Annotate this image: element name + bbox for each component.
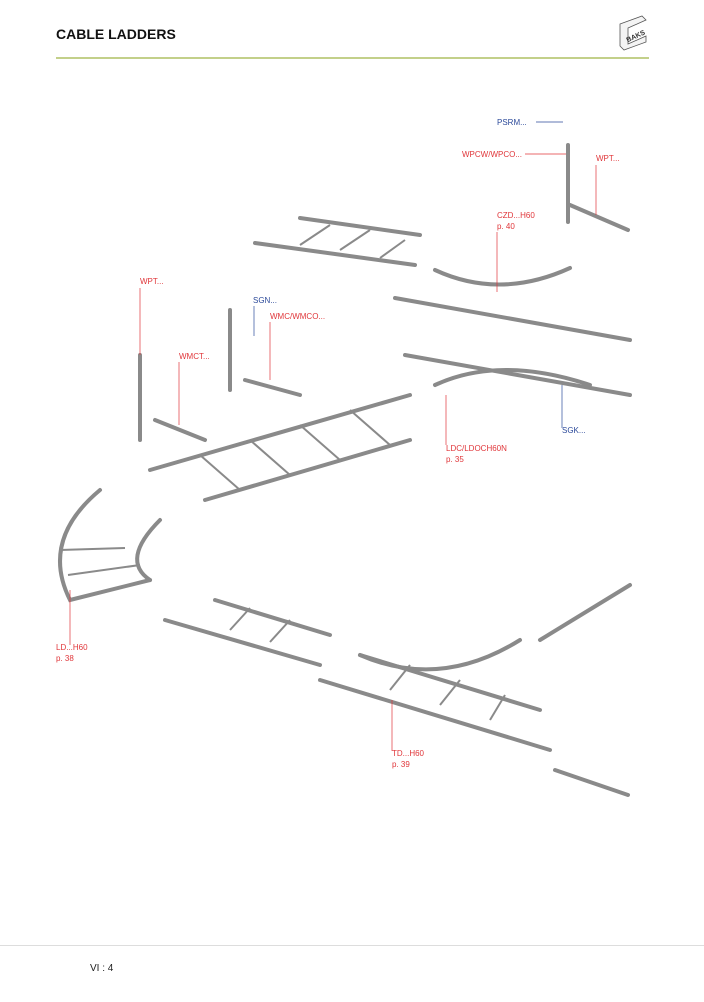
label-ldc-code: LDC/LDOCH60N <box>446 444 507 453</box>
label-sgn: SGN... <box>253 296 278 305</box>
label-ld: LD...H60 p. 38 <box>56 642 88 664</box>
label-ldc-page: p. 35 <box>446 455 464 464</box>
label-wmct: WMCT... <box>179 352 210 361</box>
ladder-rail <box>253 241 417 267</box>
page-number: VI : 4 <box>90 963 114 974</box>
label-ldc: LDC/LDOCH60N p. 35 <box>446 443 507 465</box>
label-czd-page: p. 40 <box>497 222 515 231</box>
label-wpt-left: WPT... <box>140 277 164 286</box>
label-sgk: SGK... <box>562 426 586 435</box>
page-title: CABLE LADDERS <box>56 26 176 42</box>
label-wpcw: WPCW/WPCO... <box>462 150 522 159</box>
label-ld-page: p. 38 <box>56 654 74 663</box>
label-td: TD...H60 p. 39 <box>392 748 424 770</box>
label-czd-code: CZD...H60 <box>497 211 535 220</box>
label-czd: CZD...H60 p. 40 <box>497 210 535 232</box>
label-wpt-right: WPT... <box>596 154 620 163</box>
label-td-code: TD...H60 <box>392 749 425 758</box>
label-wmc: WMC/WMCO... <box>270 312 326 321</box>
label-psrm: PSRM... <box>497 118 527 127</box>
baks-logo: BAKS <box>619 15 647 51</box>
label-td-page: p. 39 <box>392 760 410 769</box>
label-ld-code: LD...H60 <box>56 643 88 652</box>
header-rule <box>56 57 649 59</box>
footer-rule <box>0 945 704 946</box>
